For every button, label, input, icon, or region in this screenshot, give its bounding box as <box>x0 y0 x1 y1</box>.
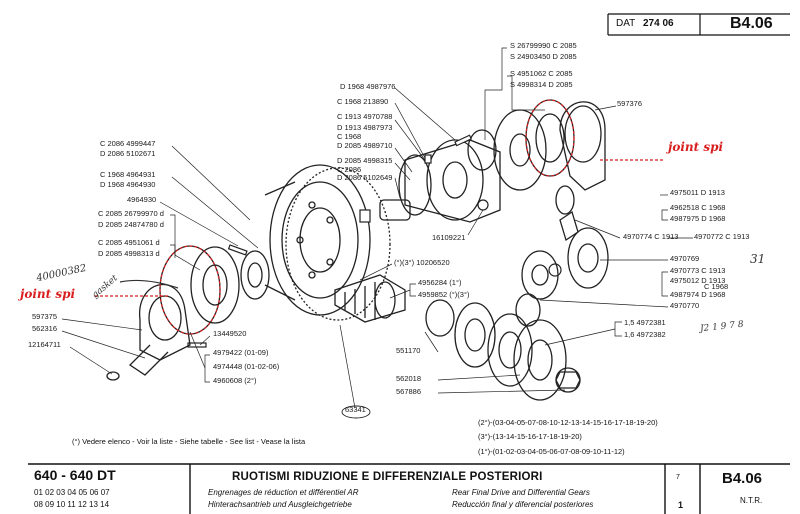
title-french: Engrenages de réduction et différentiel … <box>208 488 359 497</box>
part-label: C 2085 4951061 d <box>98 238 160 247</box>
part-label: 4987975 D 1968 <box>670 214 726 223</box>
part-label: C 1968 <box>337 132 362 141</box>
part-label: 4956284 (1°) <box>418 278 462 287</box>
part-label: 4970772 C 1913 <box>694 232 750 241</box>
part-label: 4987974 D 1968 <box>670 290 726 299</box>
part-label: C 1968 <box>704 282 729 291</box>
footnote-1: (1°)-(01-02-03-04-05-06-07-08-09-10-11-1… <box>478 447 625 456</box>
part-label: C 1968 4964931 <box>100 170 156 179</box>
part-label: 562018 <box>396 374 422 383</box>
title-english: Rear Final Drive and Differential Gears <box>452 488 590 497</box>
part-label: C 1968 213890 <box>337 97 389 106</box>
part-label: 4970773 C 1913 <box>670 266 726 275</box>
part-label: S 4998314 D 2085 <box>510 80 573 89</box>
part-label: 1,6 4972382 <box>624 330 666 339</box>
part-label: 4975012 D 1913 <box>670 276 726 285</box>
part-label: 4975011 D 1913 <box>670 188 725 197</box>
variants-row-2: 08 09 10 11 12 13 14 <box>34 500 110 509</box>
part-label: 13449520 <box>213 329 247 338</box>
pinion-shaft <box>334 274 581 401</box>
part-label: 4964930 <box>127 195 157 204</box>
joint-spi-left: joint spi <box>20 287 76 301</box>
sheet-number: 1 <box>678 500 684 510</box>
part-label: 4979422 (01-09) <box>213 348 269 357</box>
gasket-arrow <box>119 279 179 289</box>
title-german: Hinterachsantrieb und Ausgleichgetriebe <box>208 500 352 509</box>
part-label: 4970770 <box>670 301 700 310</box>
part-label: 16109221 <box>432 233 466 242</box>
part-label: 4959852 (°)(3°) <box>418 290 470 299</box>
part-label: D 1968 4964930 <box>100 180 156 189</box>
part-label: 562316 <box>32 324 58 333</box>
dat-number: 274 06 <box>643 18 674 29</box>
part-label: D 2085 24874780 d <box>98 220 164 229</box>
column-mark: 7 <box>676 474 680 481</box>
part-label: D 2085 4998313 d <box>98 249 160 258</box>
part-label: 4962518 C 1968 <box>670 203 726 212</box>
header-frame <box>607 13 790 36</box>
part-label: 597376 <box>617 99 643 108</box>
part-label: D 2085 4998315 <box>337 156 393 165</box>
part-label: (°)(3°) 10206520 <box>394 258 450 267</box>
part-label: C 2085 26799970 d <box>98 209 164 218</box>
part-label: 4970769 <box>670 254 700 263</box>
page-ref-footer: B4.06 <box>722 470 763 487</box>
part-label: 4974448 (01-02-06) <box>213 362 280 371</box>
side-gears <box>515 185 609 327</box>
part-label: 1,5 4972381 <box>624 318 666 327</box>
annotation-lines <box>95 99 665 335</box>
part-label: 4960608 (2°) <box>213 376 257 385</box>
ntr-label: N.T.R. <box>740 496 763 505</box>
part-label: 597375 <box>32 312 58 321</box>
dat-label: DAT <box>616 18 636 29</box>
ref-oval <box>341 405 371 419</box>
housing-plate-left <box>106 245 270 381</box>
part-label: S 24903450 D 2085 <box>510 52 577 61</box>
part-label: S 26799990 C 2085 <box>510 41 577 50</box>
page-ref-header: B4.06 <box>730 15 773 32</box>
part-label: D 2085 4989710 <box>337 141 393 150</box>
part-label: 12164711 <box>28 340 61 349</box>
leader-lines <box>61 47 693 409</box>
part-label: D 1913 4987973 <box>337 123 393 132</box>
model-name: 640 - 640 DT <box>34 467 116 483</box>
ring-gear <box>264 164 391 321</box>
part-label: D 1968 4987976 <box>340 82 396 91</box>
handwritten-31: 31 <box>750 252 766 266</box>
title-italian: RUOTISMI RIDUZIONE E DIFFERENZIALE POSTE… <box>232 471 543 483</box>
variants-row-1: 01 02 03 04 05 06 07 <box>34 488 110 497</box>
part-label: C 2086 <box>337 165 362 174</box>
joint-spi-right: joint spi <box>668 140 724 154</box>
title-spanish: Reducción final y diferencial posteriore… <box>452 500 594 509</box>
part-label: C 1913 4970788 <box>337 112 393 121</box>
part-label: C 2086 4999447 <box>100 139 156 148</box>
footnote-3: (3°)-(13-14-15-16-17-18-19-20) <box>478 432 582 441</box>
part-label: 4970774 C 1913 <box>623 232 679 241</box>
part-label: 551170 <box>396 346 421 355</box>
part-label: 567886 <box>396 387 422 396</box>
part-label: 63341 <box>345 405 366 414</box>
part-label: D 2086 5102671 <box>100 149 156 158</box>
footnote-2: (2°)-(03-04-05-07-08-10-12-13-14-15-16-1… <box>478 418 658 427</box>
legend-note: (°) Vedere elenco - Voir la liste - Sieh… <box>72 437 306 446</box>
part-label: D 2086 5102649 <box>337 173 393 182</box>
part-label: S 4951062 C 2085 <box>510 69 573 78</box>
footer-frame <box>28 463 790 514</box>
housing-plate-right <box>493 99 606 191</box>
